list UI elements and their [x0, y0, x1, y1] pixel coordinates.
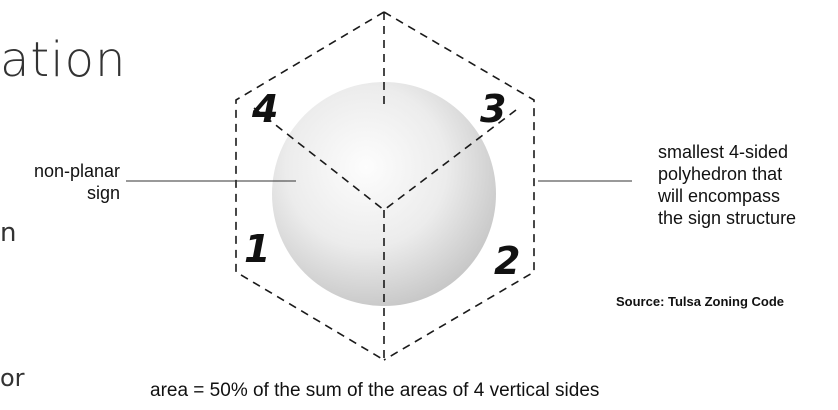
face-number-3: 3: [480, 87, 506, 131]
label-line: smallest 4-sided: [658, 142, 789, 162]
area-formula: area = 50% of the sum of the areas of 4 …: [150, 380, 600, 401]
slide-title-fragment: ation: [0, 32, 127, 88]
polyhedron-outline: [235, 11, 535, 361]
face-number-2: 2: [494, 239, 520, 283]
label-line: non-planar: [33, 161, 120, 181]
label-line: polyhedron that: [658, 164, 783, 184]
polyhedron-right-top-edge: [383, 11, 535, 361]
polyhedron-left-top-edge: [235, 11, 385, 361]
face-number-4: 4: [251, 87, 278, 131]
left-text-fragment: n: [0, 218, 17, 248]
face-number-1: 1: [244, 227, 270, 271]
label-line: sign: [86, 183, 120, 203]
label-line: will encompass: [658, 186, 781, 206]
left-text-fragment: or: [0, 364, 25, 392]
label-line: the sign structure: [658, 208, 797, 228]
polyhedron-label: smallest 4-sided polyhedron that will en…: [658, 141, 796, 229]
non-planar-sign-sphere: [272, 82, 496, 306]
non-planar-sign-label: non-planar sign: [34, 160, 120, 204]
source-note: Source: Tulsa Zoning Code: [616, 294, 785, 309]
